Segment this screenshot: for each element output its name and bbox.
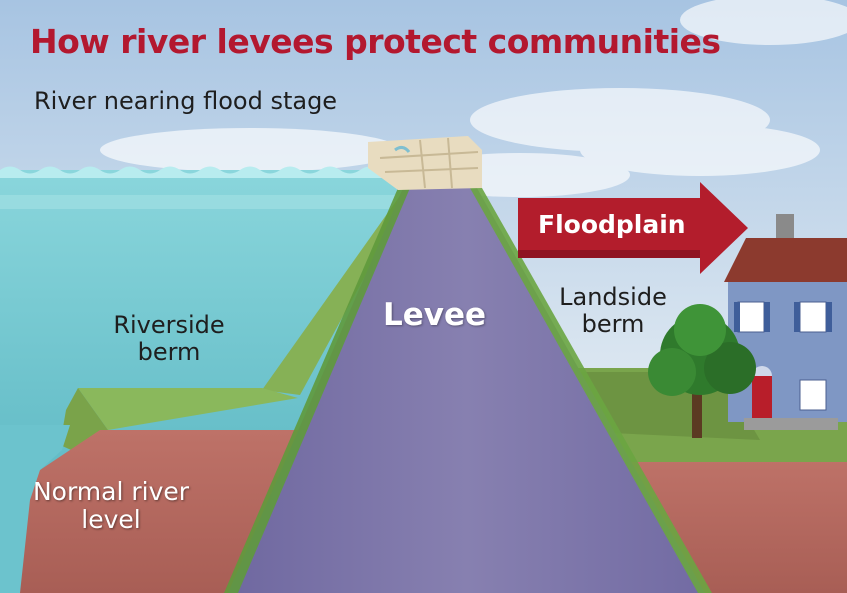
label-normal-river-level: Normal river level	[32, 477, 190, 534]
normal-water	[0, 425, 70, 593]
label-landside-berm: Landside berm	[559, 283, 667, 338]
label-floodplain: Floodplain	[538, 210, 686, 239]
levee-body	[228, 188, 705, 593]
label-riverside-berm: Riverside berm	[113, 311, 225, 366]
water-surface	[0, 166, 410, 178]
sandbag-icon	[368, 136, 482, 190]
clouds	[100, 0, 847, 197]
tree-icon	[648, 304, 756, 438]
levee-crown-edge-left	[224, 188, 410, 593]
riverside-berm-top	[78, 388, 298, 430]
page-title: How river levees protect communities	[30, 22, 721, 61]
house-icon	[724, 214, 847, 430]
label-river-flood-stage: River nearing flood stage	[34, 87, 338, 115]
label-levee: Levee	[383, 297, 487, 333]
riverside-slope	[262, 190, 412, 395]
soil-left	[0, 430, 320, 593]
levee-crown-edge-right	[470, 188, 712, 593]
